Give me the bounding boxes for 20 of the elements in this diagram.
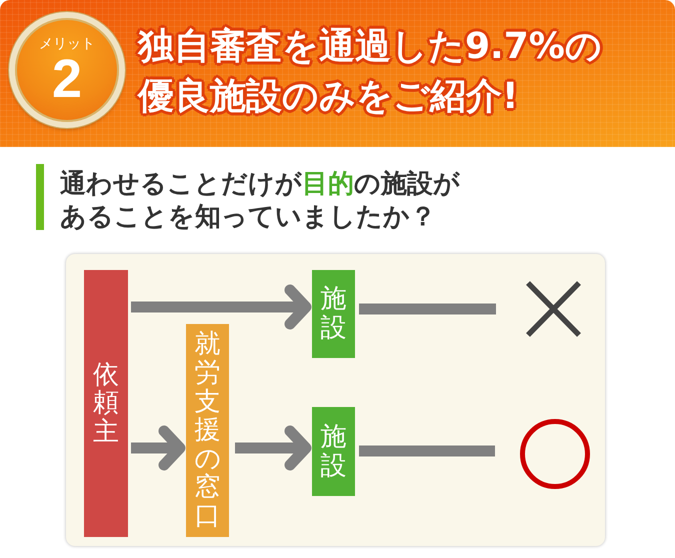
connector-line (359, 446, 495, 456)
arrow (131, 284, 312, 330)
box-label: 就労支援の窓口 (194, 330, 220, 531)
box-label: 依頼主 (93, 360, 119, 446)
circle-mark-icon (520, 419, 590, 489)
label-box (312, 407, 355, 496)
arrow (235, 426, 312, 470)
badge-caption: メリット (39, 36, 95, 52)
connector-line (359, 304, 496, 314)
box-label: 施設 (320, 285, 346, 343)
headline: 独自審査を通過した9.7%の優良施設のみをご紹介! (138, 25, 603, 119)
badge-number: 2 (52, 52, 82, 106)
vertical-label-box (186, 324, 229, 537)
box-label: 施設 (320, 422, 346, 480)
arrow (131, 426, 186, 470)
cross-mark-icon (526, 281, 581, 337)
merit-badge (9, 12, 125, 128)
label-box (312, 270, 355, 358)
vertical-label-box (84, 270, 128, 537)
subheading-text: 通わせることだけが目的の施設があることを知っていましたか？ (60, 168, 461, 234)
